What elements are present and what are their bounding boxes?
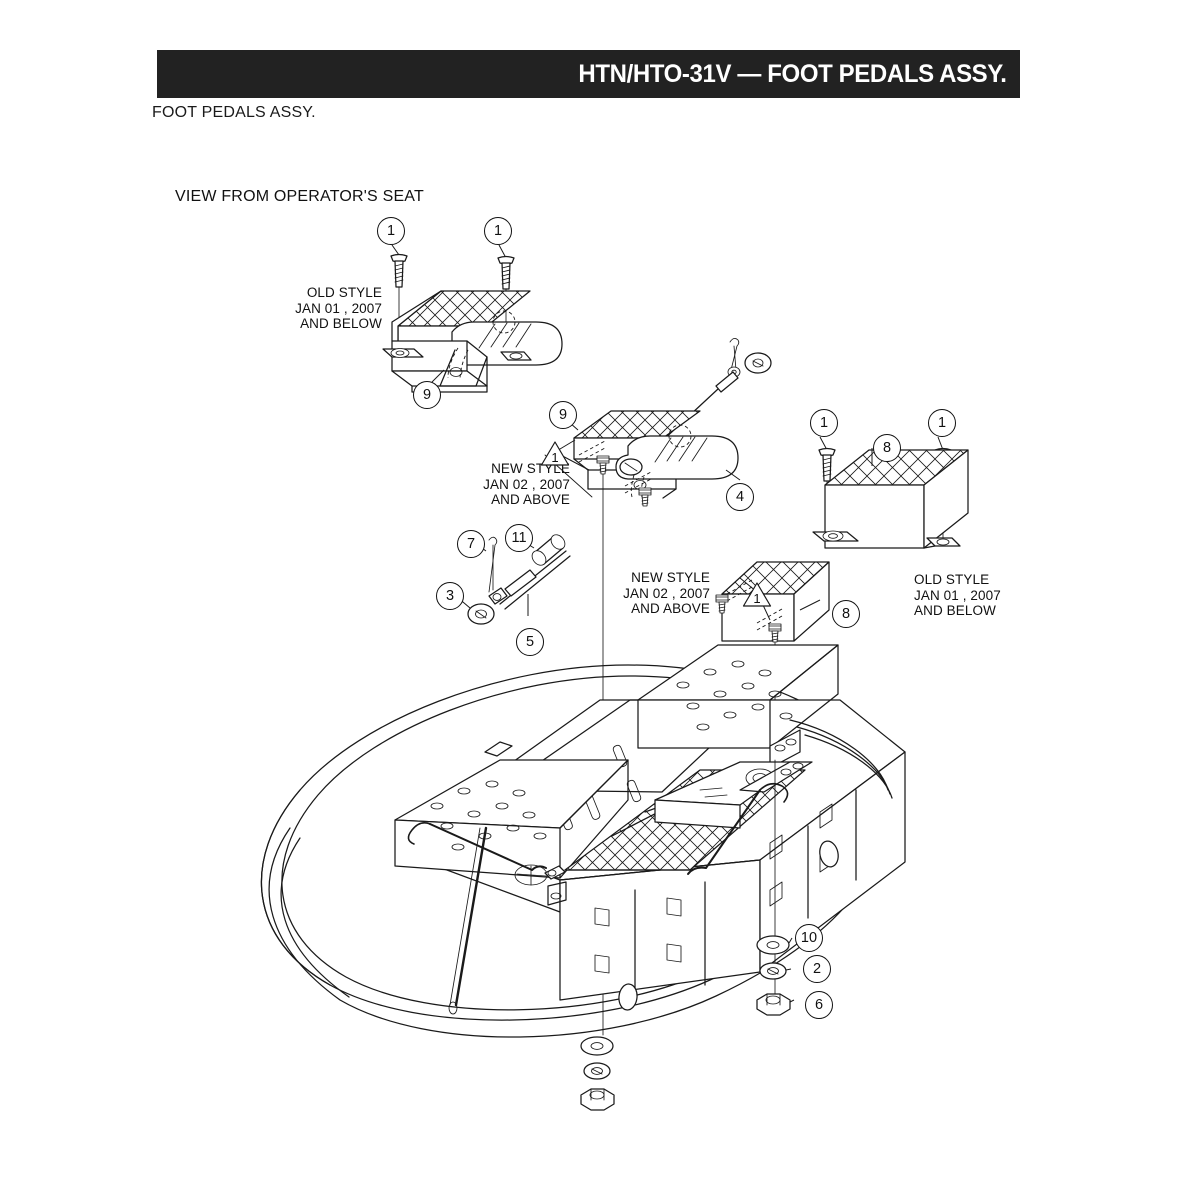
callout-7-cotter-pin[interactable]: 7: [457, 530, 485, 558]
triangle-marker-label: 1: [551, 450, 559, 465]
note-line: AND BELOW: [300, 316, 382, 331]
leader-line: [391, 244, 400, 256]
callout-10-flat-washer[interactable]: 10: [795, 924, 823, 952]
hardware-stack-right: [756, 759, 795, 1016]
pedal-bracket-old-style: [382, 340, 532, 393]
callout-8-cover-new[interactable]: 8: [832, 600, 860, 628]
frame-rollers: [618, 840, 839, 1011]
diagonal-support-rod: [448, 826, 488, 1015]
callout-9-pedal-pad-new[interactable]: 9: [549, 401, 577, 429]
center-cylinder-block: [654, 761, 813, 829]
cover-plate-part-8-old: [812, 449, 969, 549]
warning-triangle-icon: [742, 582, 772, 607]
triangle-marker-1-right[interactable]: 1: [742, 581, 772, 607]
assembly-subtitle: FOOT PEDALS ASSY.: [152, 104, 316, 121]
block-holes-right: [676, 660, 793, 731]
warning-triangle-icon: [540, 441, 570, 466]
old-style-cover-assembly: [812, 436, 969, 549]
callout-2-lock-washer[interactable]: 2: [803, 955, 831, 983]
note-old-style-right: OLD STYLE JAN 01 , 2007 AND BELOW: [914, 572, 1094, 619]
header-bar: HTN/HTO-31V — FOOT PEDALS ASSY.: [157, 50, 1020, 98]
callout-8-cover-old[interactable]: 8: [873, 434, 901, 462]
view-orientation-note: VIEW FROM OPERATOR'S SEAT: [175, 188, 424, 205]
triangle-marker-1-left[interactable]: 1: [540, 440, 570, 466]
note-line: OLD STYLE: [914, 572, 990, 587]
bolt-part-1-left: [390, 253, 408, 353]
callout-1-cover-bolt-right[interactable]: 1: [928, 409, 956, 437]
hardware-stack-center: [580, 1036, 615, 1111]
callout-6-hex-nut[interactable]: 6: [805, 991, 833, 1019]
note-line: JAN 01 , 2007: [295, 300, 382, 316]
note-line: NEW STYLE: [631, 570, 710, 585]
callout-4-pedal-arm[interactable]: 4: [726, 483, 754, 511]
left-pivot-bracket: [514, 864, 567, 906]
callout-9-pedal-pad-old[interactable]: 9: [413, 381, 441, 409]
block-holes-left: [430, 780, 547, 851]
note-new-style-center-right: NEW STYLE JAN 02 , 2007 AND ABOVE: [530, 570, 710, 617]
note-line: AND ABOVE: [631, 601, 710, 616]
cover-plate-part-8-new: [715, 561, 830, 761]
rod-end-hardware: [727, 337, 772, 378]
hex-nut-center: [580, 1088, 615, 1111]
note-new-style-center-left: NEW STYLE JAN 02 , 2007 AND ABOVE: [390, 461, 570, 508]
callout-1-cover-bolt-left[interactable]: 1: [810, 409, 838, 437]
note-line: JAN 02 , 2007: [623, 585, 710, 601]
hex-nut-part-6: [756, 993, 791, 1016]
note-line: AND BELOW: [914, 603, 996, 618]
callout-3-washer[interactable]: 3: [436, 582, 464, 610]
note-line: OLD STYLE: [306, 285, 382, 300]
note-line: JAN 02 , 2007: [483, 476, 570, 492]
note-line: JAN 01 , 2007: [914, 587, 1001, 603]
machine-chassis: [260, 644, 906, 1038]
pedal-mount-screws: [578, 440, 652, 507]
new-style-cover-assembly: [715, 561, 830, 761]
callout-1-bolt-right[interactable]: 1: [484, 217, 512, 245]
deck-cross-tubes: [407, 782, 789, 875]
triangle-marker-label: 1: [753, 591, 761, 606]
rear-tube-arcs: [789, 719, 893, 799]
mount-block-right: [637, 644, 839, 769]
sleeve-part-11: [517, 534, 566, 566]
note-old-style-upper-left: OLD STYLE JAN 01 , 2007 AND BELOW: [202, 285, 382, 332]
rod-linkage-part-5: [488, 550, 571, 616]
note-line: AND ABOVE: [491, 492, 570, 507]
callout-5-rod[interactable]: 5: [516, 628, 544, 656]
callout-1-bolt-left[interactable]: 1: [377, 217, 405, 245]
callout-11-sleeve[interactable]: 11: [505, 524, 533, 552]
page-title: HTN/HTO-31V — FOOT PEDALS ASSY.: [578, 59, 1007, 88]
old-style-pedal-assembly: [382, 244, 563, 393]
